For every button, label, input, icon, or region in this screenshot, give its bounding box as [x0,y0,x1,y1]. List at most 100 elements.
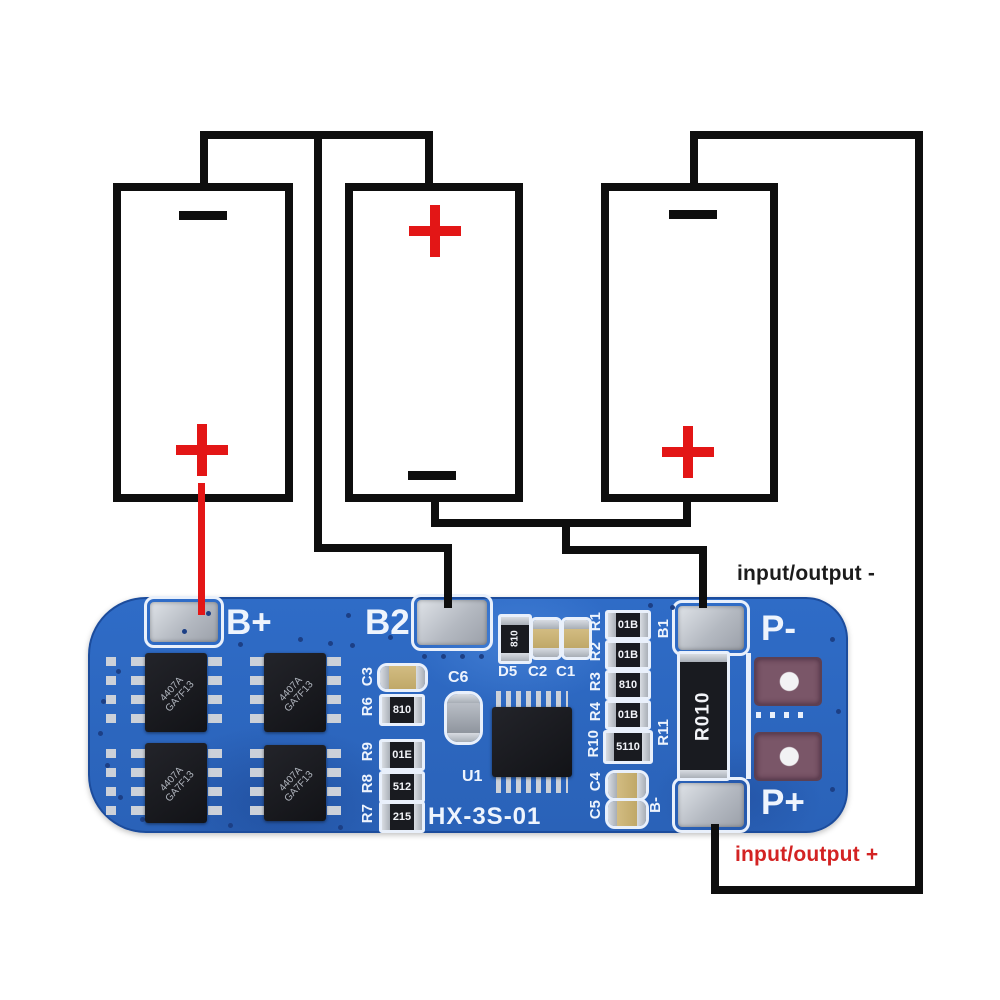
wire-segment [690,131,923,139]
resistor-marking: 01B [616,613,640,637]
capacitor-c6 [444,691,483,745]
edge-pads [106,749,116,821]
capacitor-c3 [377,663,428,692]
mosfet-pins [208,657,222,729]
pad-p-plus-label: P+ [761,783,805,822]
wire-segment [314,544,452,552]
via-dots [88,597,93,602]
resistor-r8: 512 [379,771,425,803]
wire-segment [711,824,719,892]
resistor-r6: 810 [379,694,425,726]
cap-body [389,666,416,689]
ref-label-r8: R8 [359,774,376,794]
ic-ref-label: U1 [462,768,483,785]
ref-label-c6: C6 [448,669,469,686]
resistor-marking: 512 [390,774,414,800]
shunt-resistor-r11: R010 [677,651,730,781]
wire-segment [431,519,691,527]
ref-label-r7: R7 [359,804,376,824]
resistor-cap [382,697,390,723]
edge-pads [106,657,116,729]
resistor-r10: 5110 [603,730,653,764]
wire-segment [562,546,707,554]
capacitor-c2 [530,617,562,660]
resistor-cap [640,643,648,667]
ref-label-d5: D5 [498,663,518,680]
resistor-r7: 215 [379,801,425,833]
battery-cell-3 [601,183,778,502]
ref-label-c3: C3 [359,667,376,687]
cap-end [637,801,646,826]
minus-symbol [408,471,456,480]
pad-b2 [411,594,493,651]
pad-b-plus-label: B+ [226,603,272,642]
board-model-label: HX-3S-01 [428,803,542,830]
cap-end [637,773,646,798]
pad-b-minus [672,777,750,833]
cap-body [617,801,637,826]
wire-segment [314,131,322,552]
cap-end [380,666,389,689]
wire-segment [431,494,439,524]
mosfet-pins [208,749,222,821]
ref-label-r6: R6 [359,697,376,717]
ref-label-c4: C4 [587,772,604,792]
ref-label-r9: R9 [359,742,376,762]
plus-symbol [409,205,461,257]
shunt-marking: R010 [680,662,727,770]
pad-b1 [672,600,750,656]
mosfet-pins [250,657,264,729]
capacitor-c5 [605,798,649,829]
mosfet-pins [250,749,264,821]
mosfet-pins [327,749,341,821]
ic-pins [496,777,568,793]
resistor-cap [606,733,614,761]
resistor-cap [382,774,390,800]
resistor-cap [608,613,616,637]
wire-segment [425,131,433,187]
cap-body [564,629,589,648]
silk-dots [756,712,812,718]
wire-segment [690,131,698,187]
resistor-cap [640,613,648,637]
ref-label-r10: R10 [585,730,602,758]
shunt-ref-label: R11 [655,719,672,746]
resistor-r2: 01B [605,640,651,670]
ref-label-r4: R4 [587,702,604,722]
controller-ic [492,707,572,777]
pad-b-plus [144,596,224,648]
resistor-r9: 01E [379,739,425,771]
battery-cell-2 [345,183,523,502]
resistor-cap [608,673,616,697]
resistor-cap [501,617,529,625]
resistor-cap [414,742,422,768]
resistor-marking: 01B [616,643,640,667]
resistor-cap [382,742,390,768]
resistor-cap [640,673,648,697]
mosfet-pins [131,749,145,821]
pad-p-minus-label: P- [761,609,796,648]
cap-end [416,666,425,689]
ref-label-r3: R3 [587,672,604,692]
wire-segment [915,131,923,894]
ref-label-c2: C2 [528,663,548,680]
diode-d5: 810 [498,614,532,664]
p-plus-hole-pad [754,732,822,781]
cap-body [617,773,637,798]
cap-body [447,703,480,733]
silk-line [746,653,751,779]
cap-end [564,620,589,629]
resistor-cap [414,697,422,723]
ref-label-c5: C5 [587,800,604,820]
wire-segment [683,494,691,524]
p-minus-hole-pad [754,657,822,706]
resistor-cap [501,653,529,661]
